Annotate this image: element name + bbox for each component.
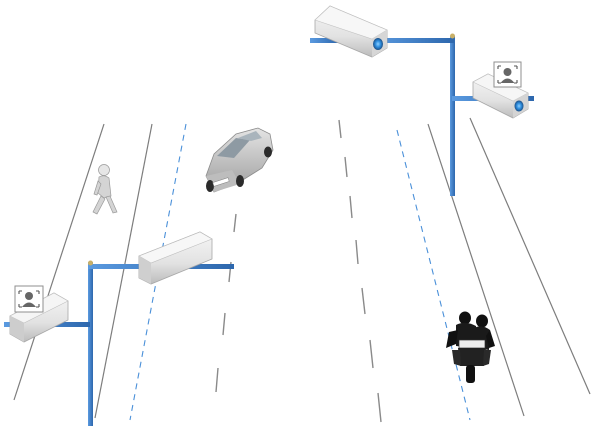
car bbox=[205, 127, 274, 193]
road-edge-line bbox=[469, 117, 591, 395]
road-edge-line bbox=[94, 123, 153, 419]
motorcycle-rider bbox=[446, 311, 495, 383]
bullet-camera bbox=[138, 231, 213, 285]
center-lane-dashes bbox=[215, 169, 242, 393]
center-lane-dashes bbox=[338, 119, 382, 423]
road-edge-line bbox=[427, 123, 525, 417]
pedestrian bbox=[92, 164, 118, 215]
road bbox=[13, 117, 591, 423]
face-recognition-camera bbox=[9, 285, 69, 343]
camera-lens bbox=[514, 100, 524, 112]
camera-pole bbox=[310, 33, 534, 196]
bullet-camera bbox=[314, 5, 388, 58]
face-recognition-camera bbox=[472, 61, 529, 119]
lane-divider-dashed bbox=[396, 129, 471, 421]
road-edge-line bbox=[13, 123, 105, 401]
face-detect-icon bbox=[493, 61, 522, 88]
camera-pole bbox=[4, 260, 234, 426]
camera-lens bbox=[373, 38, 383, 50]
face-detect-icon bbox=[14, 285, 44, 313]
